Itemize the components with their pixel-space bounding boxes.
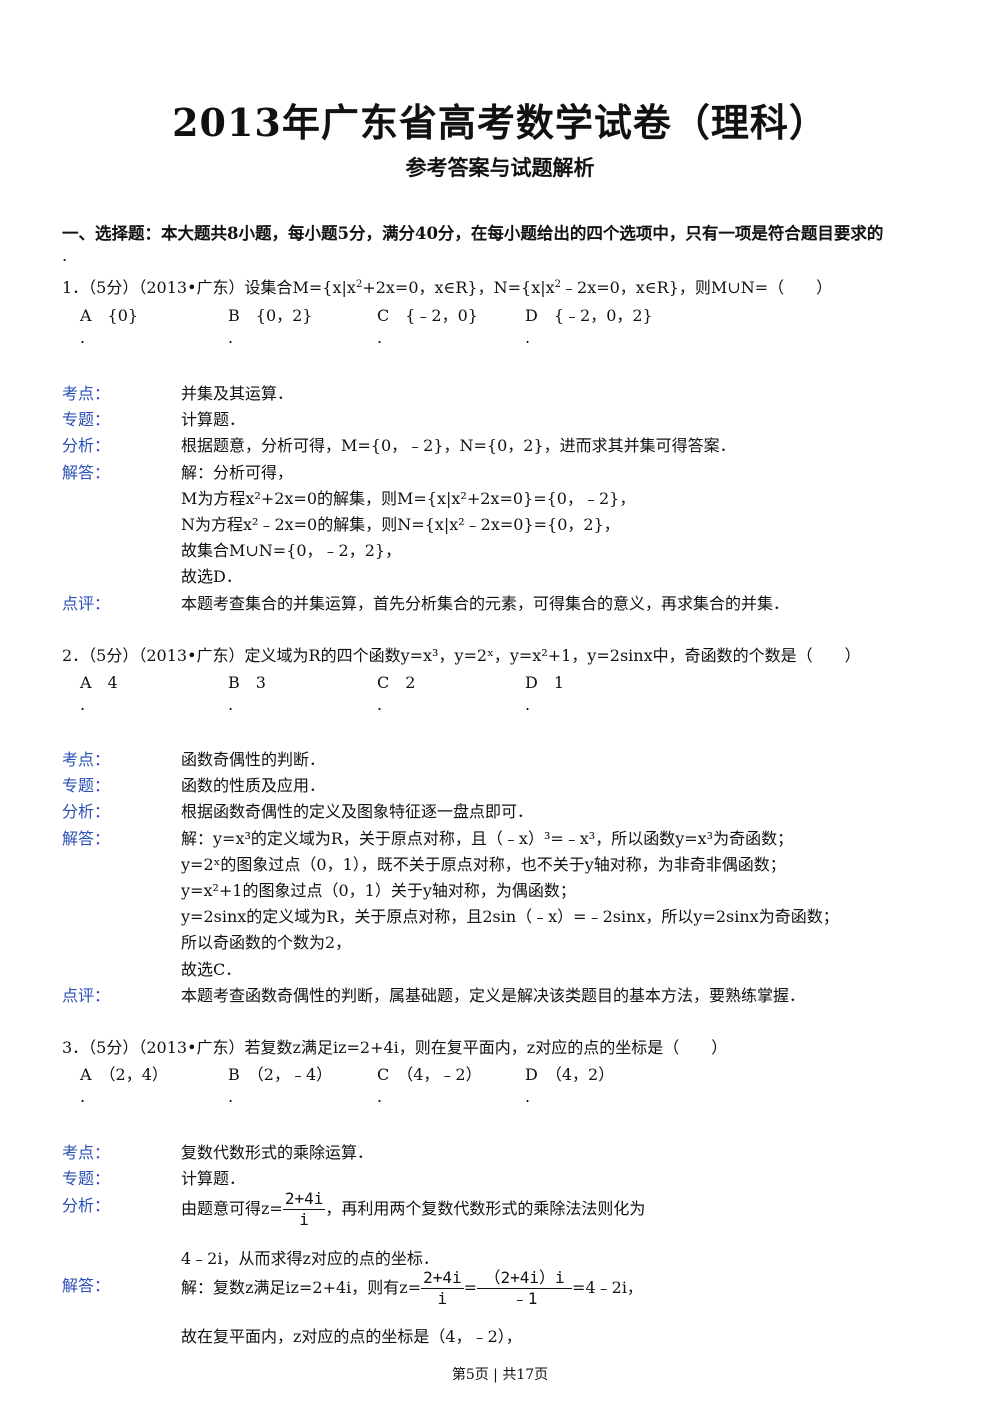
q1-option-dot: . (80, 328, 86, 347)
q3-jieda-line: 故在复平面内，z对应的点的坐标是（4，﹣2）， (181, 1327, 522, 1346)
q2-option-dot: . (377, 695, 383, 714)
q3-label-kaodian: 考点： (62, 1143, 111, 1162)
q2-dianping: 本题考查函数奇偶性的判断，属基础题，定义是解决该类题目的基本方法，要熟练掌握． (181, 986, 806, 1005)
q1-option-dot: . (377, 328, 383, 347)
fraction: （2+4i）i﹣1 (477, 1268, 573, 1309)
q2-jieda-line: 解：y=x³的定义域为R，关于原点对称，且（﹣x）³=﹣x³，所以函数y=x³为… (181, 829, 794, 848)
q2-label-kaodian: 考点： (62, 750, 111, 769)
q2-label-zhuanti: 专题： (62, 776, 111, 795)
page-title: 2013年广东省高考数学试卷（理科） (172, 100, 828, 145)
q2-option-b: B 3 (228, 673, 266, 692)
question-2-stem: 2．（5分）（2013•广东）定义域为R的四个函数y=x³，y=2ˣ，y=x²+… (62, 646, 861, 665)
q3-label-jieda: 解答： (62, 1276, 111, 1295)
q3-option-c: C （4，﹣2） (377, 1065, 482, 1084)
q1-option-dot: . (228, 328, 234, 347)
q1-option-dot: . (525, 328, 531, 347)
section-heading: 一、选择题：本大题共8小题，每小题5分，满分40分，在每小题给出的四个选项中，只… (62, 224, 884, 243)
q2-label-jieda: 解答： (62, 829, 111, 848)
q3-option-dot: . (80, 1087, 86, 1106)
q1-jieda-line: M为方程x²+2x=0的解集，则M={x|x²+2x=0}={0，﹣2}， (181, 489, 636, 508)
q2-option-c: C 2 (377, 673, 416, 692)
q3-zhuanti: 计算题． (181, 1169, 246, 1188)
q3-option-dot: . (525, 1087, 531, 1106)
q1-jieda-line: 故集合M∪N={0，﹣2，2}， (181, 541, 402, 560)
q1-label-zhuanti: 专题： (62, 410, 111, 429)
q1-jieda-line: N为方程x²﹣2x=0的解集，则N={x|x²﹣2x=0}={0，2}， (181, 515, 620, 534)
q1-label-kaodian: 考点： (62, 384, 111, 403)
q2-label-fenxi: 分析： (62, 802, 111, 821)
q2-option-dot: . (525, 695, 531, 714)
q1-label-jieda: 解答： (62, 463, 111, 482)
q3-option-dot: . (228, 1087, 234, 1106)
q3-option-d: D （4，2） (525, 1065, 615, 1084)
q2-jieda-line: y=2sinx的定义域为R，关于原点对称，且2sin（﹣x）=﹣2sinx，所以… (181, 907, 839, 926)
q2-kaodian: 函数奇偶性的判断． (181, 750, 326, 769)
q1-jieda-line: 故选D． (181, 567, 242, 586)
q1-kaodian: 并集及其运算． (181, 384, 294, 403)
q1-zhuanti: 计算题． (181, 410, 246, 429)
question-1-stem: 1．（5分）（2013•广东）设集合M={x|x2+2x=0，x∈R}，N={x… (62, 278, 833, 297)
q1-option-d: D {﹣2，0，2} (525, 306, 653, 325)
q1-dianping: 本题考查集合的并集运算，首先分析集合的元素，可得集合的意义，再求集合的并集． (181, 594, 790, 613)
q3-option-dot: . (377, 1087, 383, 1106)
q2-zhuanti: 函数的性质及应用． (181, 776, 326, 795)
q2-jieda-line: y=2ˣ的图象过点（0，1），既不关于原点对称，也不关于y轴对称，为非奇非偶函数… (181, 855, 786, 874)
q1-option-b: B {0，2} (228, 306, 313, 325)
page-subtitle: 参考答案与试题解析 (405, 155, 595, 180)
q3-fenxi-line2: 4﹣2i，从而求得z对应的点的坐标． (181, 1249, 439, 1268)
q2-label-dianping: 点评： (62, 986, 111, 1005)
q2-jieda-line: 故选C． (181, 960, 242, 979)
q3-label-zhuanti: 专题： (62, 1169, 111, 1188)
page-footer: 第5页 | 共17页 (451, 1367, 549, 1383)
q3-option-b: B （2，﹣4） (228, 1065, 333, 1084)
q3-label-fenxi: 分析： (62, 1196, 111, 1215)
q1-fenxi: 根据题意，分析可得，M={0，﹣2}，N={0，2}，进而求其并集可得答案． (181, 436, 736, 455)
q3-kaodian: 复数代数形式的乘除运算． (181, 1143, 374, 1162)
q2-option-d: D 1 (525, 673, 565, 692)
q1-option-c: C {﹣2，0} (377, 306, 478, 325)
q1-option-a: A {0} (80, 306, 139, 325)
q2-fenxi: 根据函数奇偶性的定义及图象特征逐一盘点即可． (181, 802, 534, 821)
q2-option-dot: . (80, 695, 86, 714)
q1-label-fenxi: 分析： (62, 436, 111, 455)
q3-option-a: A （2，4） (80, 1065, 168, 1084)
q1-jieda-line: 解：分析可得， (181, 463, 294, 482)
q2-jieda-line: y=x²+1的图象过点（0，1）关于y轴对称，为偶函数； (181, 881, 576, 900)
question-3-stem: 3．（5分）（2013•广东）若复数z满足iz=2+4i，则在复平面内，z对应的… (62, 1038, 728, 1057)
q2-option-a: A 4 (80, 673, 118, 692)
q2-option-dot: . (228, 695, 234, 714)
section-heading-dot: . (62, 246, 68, 265)
q2-jieda-line: 所以奇函数的个数为2， (181, 933, 352, 952)
q1-label-dianping: 点评： (62, 594, 111, 613)
